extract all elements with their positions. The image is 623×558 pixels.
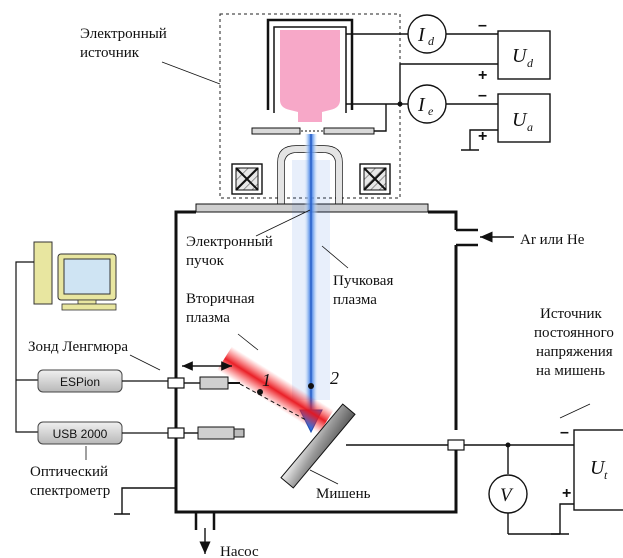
focusing-coil-right xyxy=(359,163,391,195)
anode-plate-left xyxy=(251,127,301,135)
target-feedthrough xyxy=(447,439,465,451)
Ud-sub: d xyxy=(527,56,534,70)
Ie-main: I xyxy=(417,94,426,116)
meter-Id xyxy=(407,14,447,54)
dc-source-label-3: напряжения xyxy=(536,344,613,360)
point-2-label: 2 xyxy=(330,368,339,388)
optical-spectrometer-label-1: Оптический xyxy=(30,464,108,480)
V-label: V xyxy=(500,485,514,506)
focusing-coil-left xyxy=(231,163,263,195)
electron-beam-label-2: пучок xyxy=(186,253,225,269)
Ua-sub: a xyxy=(527,120,533,134)
electron-beam-label-1: Электронный xyxy=(186,234,273,250)
anode-plate-right xyxy=(323,127,375,135)
cathode-housing xyxy=(266,18,354,110)
pump-outlet xyxy=(194,512,216,530)
Ud-main: U xyxy=(512,45,528,67)
Ua-minus: – xyxy=(478,87,487,104)
beam-plasma-label-2: плазма xyxy=(333,292,377,308)
meter-Ie xyxy=(407,84,447,124)
secondary-plasma-label-2: плазма xyxy=(186,310,230,326)
cathode xyxy=(280,30,340,122)
optical-spectrometer-label-2: спектрометр xyxy=(30,483,110,499)
Ie-sub: e xyxy=(428,104,434,118)
target xyxy=(280,403,356,489)
Id-main: I xyxy=(417,24,426,46)
computer-cable xyxy=(15,261,38,433)
gas-inlet xyxy=(456,228,478,247)
espion-label: ESPion xyxy=(60,375,100,389)
dc-source-label-2: постоянного xyxy=(534,325,614,341)
vacuum-chamber-wall xyxy=(174,210,458,514)
Ut-sub: t xyxy=(604,468,608,482)
dc-source-label-4: на мишень xyxy=(536,363,605,379)
electron-source-label-1: Электронный xyxy=(80,26,167,42)
line-of-sight xyxy=(239,383,307,421)
secondary-plasma-label-1: Вторичная xyxy=(186,291,255,307)
target-label: Мишень xyxy=(316,486,371,502)
optical-collimator xyxy=(197,426,235,440)
Ud-minus: – xyxy=(478,17,487,34)
point-2 xyxy=(308,383,314,389)
Id-sub: d xyxy=(428,34,435,48)
computer xyxy=(33,241,117,311)
point-1-label: 1 xyxy=(262,370,271,390)
gas-label: Ar или He xyxy=(520,232,585,248)
Ut-plus: + xyxy=(562,485,571,502)
beam-plasma-label-1: Пучковая xyxy=(333,273,393,289)
optical-feedthrough xyxy=(167,427,185,439)
supply-Ua xyxy=(497,93,551,143)
secondary-plasma xyxy=(217,346,334,434)
Ut-minus: – xyxy=(560,424,569,441)
langmuir-probe-label: Зонд Ленгмюра xyxy=(28,339,128,355)
probe-feedthrough xyxy=(167,377,185,389)
point-1 xyxy=(257,389,263,395)
Ua-plus: + xyxy=(478,128,487,145)
dc-source-label-1: Источник xyxy=(540,306,603,322)
usb2000-label: USB 2000 xyxy=(53,427,108,441)
electron-source-label-2: источник xyxy=(80,45,140,61)
chamber-ground xyxy=(114,487,176,515)
pump-label: Насос xyxy=(220,544,259,558)
Ut-main: U xyxy=(590,457,606,479)
Ua-main: U xyxy=(512,109,528,131)
beam-plasma-glow xyxy=(292,160,330,400)
Ud-plus: + xyxy=(478,67,487,84)
supply-Ud xyxy=(497,30,551,80)
supply-Ut xyxy=(573,429,623,511)
